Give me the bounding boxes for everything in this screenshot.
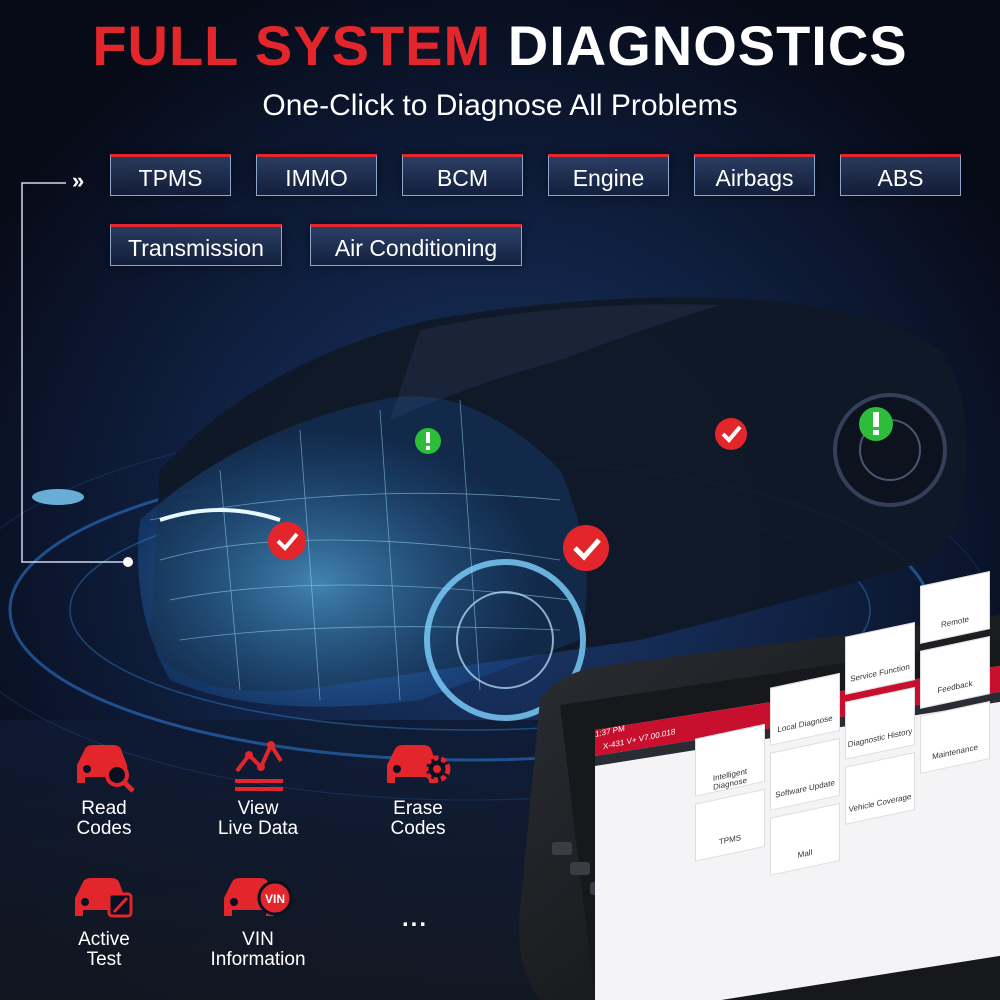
more-features-ellipsis: ... [402,905,429,932]
tile-tpms[interactable]: TPMS [695,788,765,862]
tile-software-update[interactable]: Software Update [770,737,840,811]
vin-badge-text: VIN [265,892,285,906]
feature-read-codes: Read Codes [44,735,164,839]
tile-intelligent-diagnose[interactable]: Intelligent Diagnose [695,723,765,797]
feature-label-line2: Live Data [217,818,299,839]
feature-label-line1: VIN [242,929,274,950]
feature-active-test: Active Test [44,872,164,970]
system-chip-engine: Engine [548,154,669,196]
headline-part1: FULL SYSTEM [92,14,492,77]
car-search-icon [77,745,135,793]
feature-label-line1: Active [78,929,130,950]
car-vin-icon: VIN [224,878,293,916]
feature-vin-information: VIN VIN Information [198,872,318,970]
feature-view-live-data: View Live Data [198,735,318,839]
double-chevron-right-icon: » [72,168,85,193]
tile-maintenance[interactable]: Maintenance [920,701,990,774]
tile-feedback[interactable]: Feedback [920,636,990,709]
live-data-graph-icon [235,740,283,791]
tile-mall[interactable]: Mall [770,802,840,876]
tablet-status-time: 1:37 PM [595,723,625,739]
feature-label-line1: View [237,798,279,819]
system-chip-air-conditioning: Air Conditioning [310,224,522,266]
tile-diagnostic-history[interactable]: Diagnostic History [845,686,915,760]
headline: FULL SYSTEM DIAGNOSTICS [0,14,1000,78]
system-chip-bcm: BCM [402,154,523,196]
headline-part2: DIAGNOSTICS [507,14,908,77]
feature-label-line2: Codes [76,818,132,839]
tile-vehicle-coverage[interactable]: Vehicle Coverage [845,751,915,825]
subtitle: One-Click to Diagnose All Problems [262,89,738,122]
system-chip-airbags: Airbags [694,154,815,196]
feature-label-line2: Codes [390,818,446,839]
system-chip-immo: IMMO [256,154,377,196]
feature-label-line1: Read [81,798,127,819]
car-gear-icon [387,745,451,783]
feature-erase-codes: Erase Codes [358,735,478,839]
tile-local-diagnose[interactable]: Local Diagnose [770,672,840,746]
system-chip-tpms: TPMS [110,154,231,196]
car-edit-icon [75,878,133,918]
system-chip-transmission: Transmission [110,224,282,266]
feature-label-line2: Test [86,949,122,970]
system-chip-abs: ABS [840,154,961,196]
feature-label-line1: Erase [393,798,443,819]
feature-label-line2: Information [210,949,306,970]
